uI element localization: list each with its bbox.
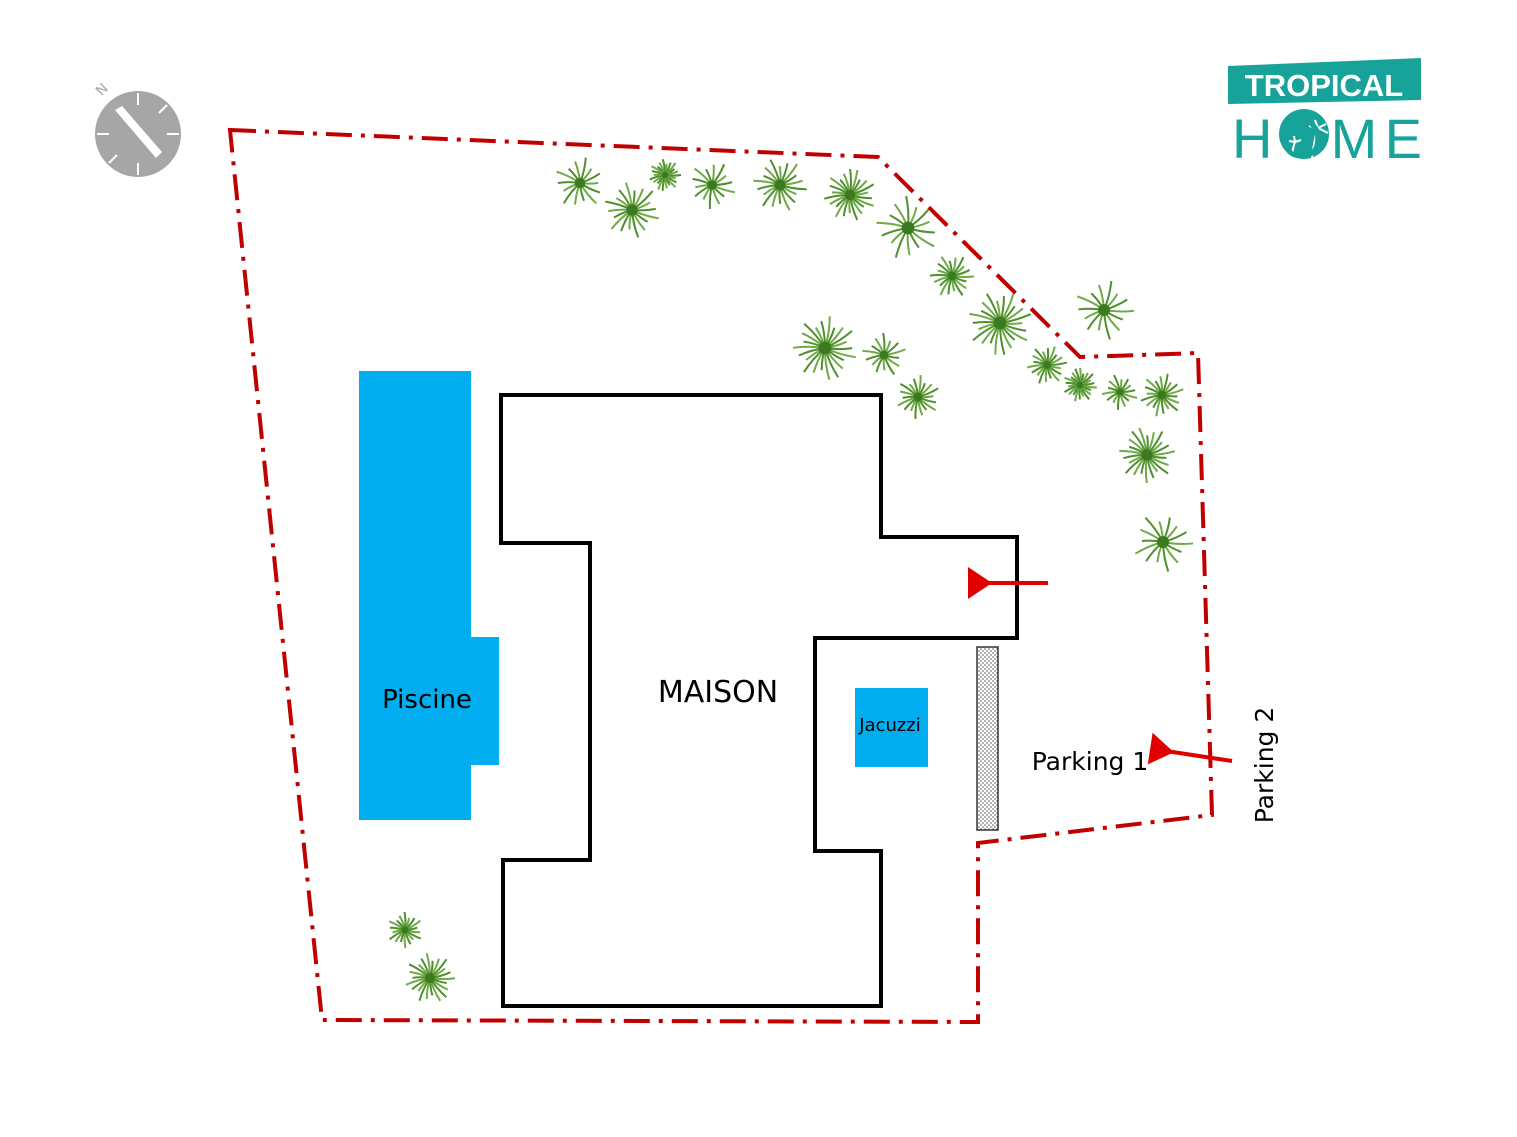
compass-north-label: N bbox=[93, 81, 112, 100]
plant-icon bbox=[388, 911, 422, 949]
plant-icon bbox=[1026, 346, 1068, 384]
parking-arrow bbox=[1147, 732, 1233, 765]
gravel-strip bbox=[976, 646, 999, 831]
plant-icon bbox=[405, 952, 456, 1002]
plant-icon bbox=[862, 332, 906, 376]
tropical-home-logo: TROPICAL HOME bbox=[1228, 58, 1422, 170]
plant-icon bbox=[649, 158, 682, 191]
plant-icon bbox=[1063, 367, 1097, 402]
parking1-label: Parking 1 bbox=[1032, 747, 1149, 776]
pool-label: Piscine bbox=[382, 685, 472, 715]
jacuzzi-label: Jacuzzi bbox=[858, 715, 921, 736]
property-boundary bbox=[227, 127, 1215, 1025]
vegetation bbox=[388, 157, 1194, 1002]
plant-icon bbox=[1076, 280, 1135, 340]
plant-icon bbox=[823, 168, 875, 221]
house-outline bbox=[499, 393, 1019, 1008]
plant-icon bbox=[753, 159, 807, 211]
plant-icon bbox=[1134, 516, 1194, 572]
plant-icon bbox=[1101, 374, 1138, 410]
logo-line1: TROPICAL bbox=[1245, 68, 1403, 103]
plant-icon bbox=[556, 157, 601, 205]
compass-icon: N bbox=[93, 81, 181, 177]
plant-icon bbox=[929, 256, 975, 296]
plant-icon bbox=[897, 375, 939, 419]
plant-icon bbox=[1119, 427, 1176, 484]
house-label: MAISON bbox=[658, 675, 778, 710]
plant-icon bbox=[605, 182, 659, 238]
plant-icon bbox=[792, 316, 856, 380]
plant-icon bbox=[692, 163, 736, 209]
parking2-label: Parking 2 bbox=[1250, 707, 1279, 824]
jacuzzi bbox=[855, 688, 928, 767]
palm-circle-icon bbox=[1279, 109, 1329, 159]
plant-icon bbox=[876, 195, 935, 258]
plant-icon bbox=[1140, 373, 1184, 417]
plant-icon bbox=[969, 293, 1032, 355]
pool bbox=[359, 371, 499, 820]
